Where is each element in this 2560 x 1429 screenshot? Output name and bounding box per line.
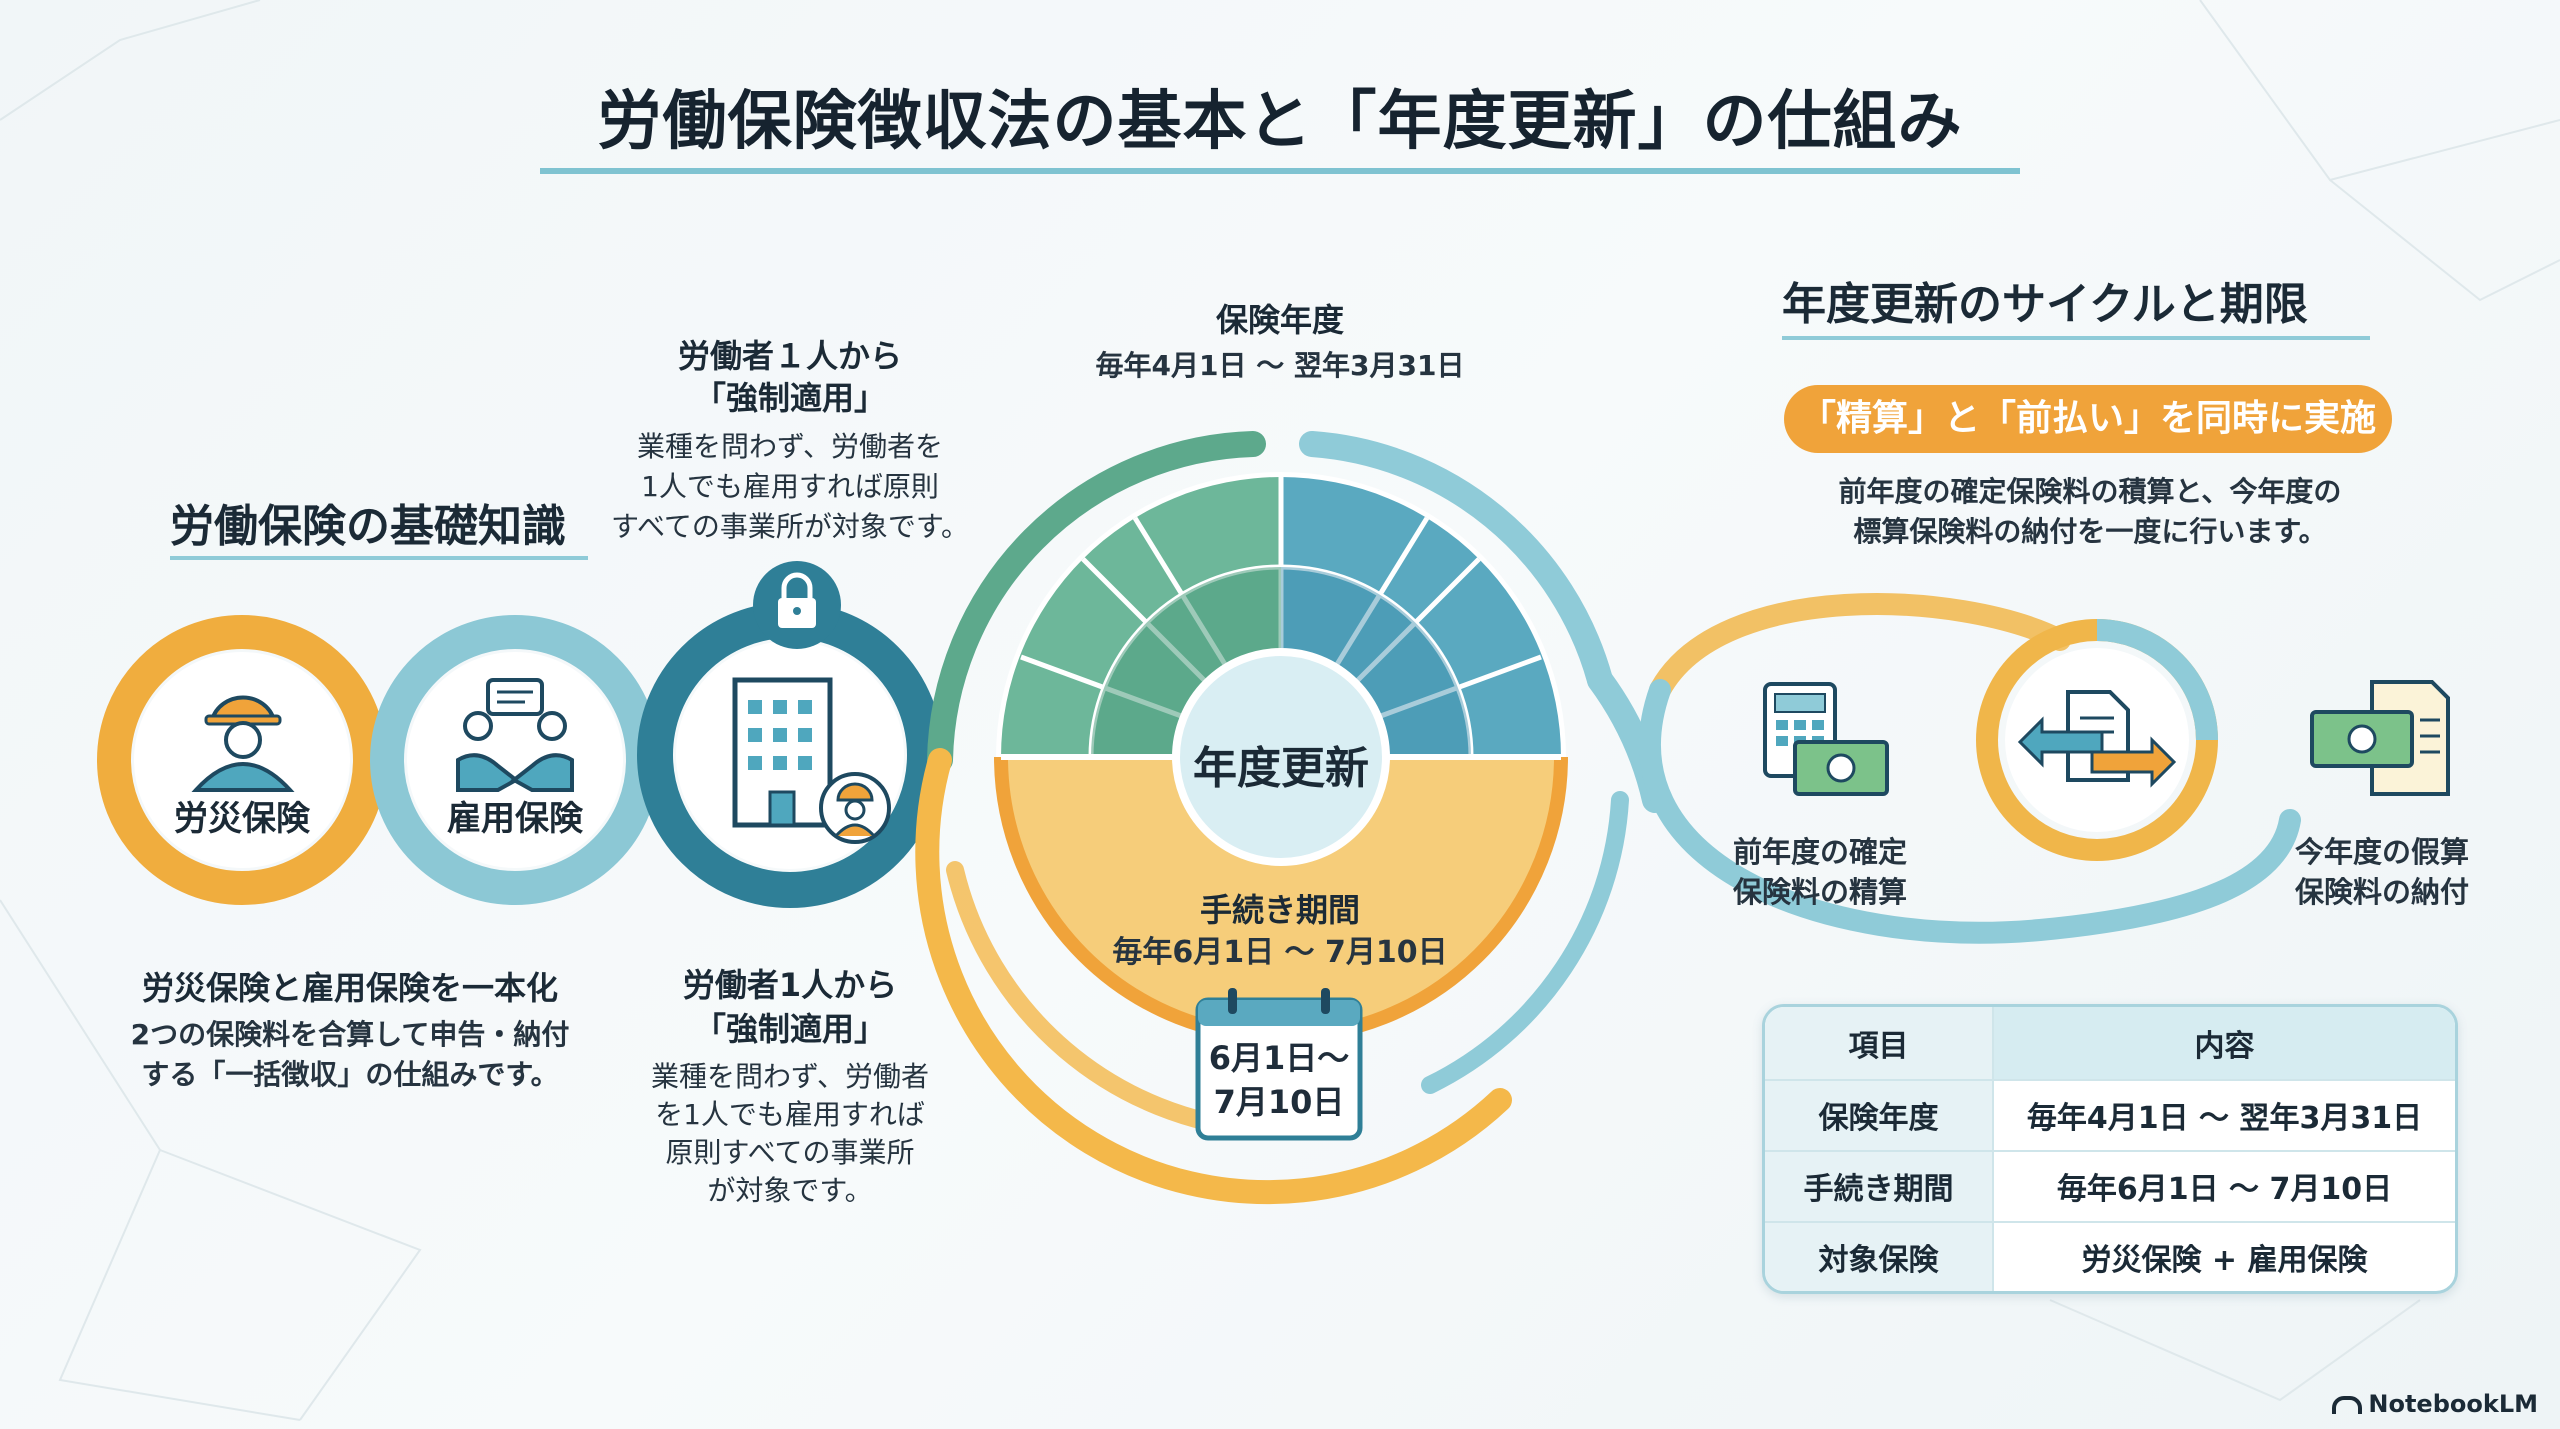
unify-title: 労災保険と雇用保険を一本化: [141, 969, 558, 1007]
lock-icon: [753, 561, 841, 649]
summary-table: 項目 内容 保険年度 毎年4月1日 〜 翌年3月31日 手続き期間 毎年6月1日…: [1762, 1004, 2458, 1294]
compulsory-bottom-body-line3: 原則すべての事業所: [665, 1136, 915, 1169]
procedure-period-label: 手続き期間: [1199, 891, 1360, 929]
cycle-heading: 年度更新のサイクルと期限: [1782, 279, 2308, 330]
table-cell-key: 手続き期間: [1765, 1149, 1994, 1222]
building-icon: [732, 677, 891, 844]
helmet-worker-icon: [191, 695, 295, 792]
prev-year-settle-line2: 保険料の精算: [1732, 875, 1907, 909]
basics-heading-underline: [170, 556, 588, 560]
cycle-desc-line2: 標算保険料の納付を一度に行います。: [1853, 515, 2327, 548]
this-year-pay-line2: 保険料の納付: [2294, 875, 2469, 909]
table-row: 対象保険 労災保険 + 雇用保険: [1765, 1220, 2455, 1291]
table-cell-value: 毎年4月1日 〜 翌年3月31日: [1993, 1079, 2455, 1151]
calendar-icon: [1195, 988, 1363, 1141]
calendar-line1: 6月1日〜: [1208, 1039, 1350, 1077]
page-title: 労働保険徴収法の基本と「年度更新」の仕組み: [597, 85, 1963, 159]
brand-label: NotebookLM: [2368, 1390, 2538, 1418]
compulsory-bottom-title-line2: 「強制適用」: [693, 1010, 886, 1048]
compulsory-top-body-line2: 1人でも雇用すれば原則: [641, 470, 939, 503]
koyou-label: 雇用保険: [447, 799, 583, 839]
procedure-period-range: 毎年6月1日 〜 7月10日: [1112, 935, 1448, 970]
title-underline: [540, 168, 2020, 174]
settle-prepay-badge: 「精算」と「前払い」を同時に実施: [1784, 385, 2392, 453]
compulsory-bottom-body-line1: 業種を問わず、労働者: [650, 1060, 930, 1093]
calendar-line2: 7月10日: [1213, 1083, 1345, 1121]
unify-body-line1: 2つの保険料を合算して申告・納付: [130, 1018, 570, 1051]
compulsory-bottom-title-line1: 労働者1人から: [682, 966, 898, 1004]
compulsory-top-body-line3: すべての事業所が対象です。: [610, 510, 970, 543]
table-row: 保険年度 毎年4月1日 〜 翌年3月31日: [1765, 1079, 2455, 1151]
money-icon: [1793, 740, 1889, 796]
cycle-desc-line1: 前年度の確定保険料の積算と、今年度の: [1838, 475, 2342, 508]
basics-heading: 労働保険の基礎知識: [170, 501, 566, 552]
handshake-icon: [456, 678, 574, 792]
table-cell-key: 保険年度: [1765, 1079, 1994, 1151]
table-cell-key: 対象保険: [1765, 1220, 1994, 1291]
table-header-item: 項目: [1765, 1007, 1994, 1080]
prev-year-settle-line1: 前年度の確定: [1732, 835, 1907, 869]
notebooklm-brand: NotebookLM: [2332, 1390, 2538, 1418]
compulsory-top-title-line1: 労働者１人から: [677, 337, 902, 375]
table-header-content: 内容: [1993, 1007, 2455, 1080]
money-document-icon: [2310, 680, 2450, 796]
compulsory-bottom-body-line4: が対象です。: [707, 1174, 873, 1207]
compulsory-top-body-line1: 業種を問わず、労働者を: [636, 430, 944, 463]
wheel-hub-label: 年度更新: [1193, 743, 1369, 794]
table-cell-value: 労災保険 + 雇用保険: [1993, 1220, 2455, 1291]
insurance-year-label: 保険年度: [1215, 301, 1344, 339]
this-year-pay-line1: 今年度の假算: [2294, 835, 2469, 869]
document-exchange-icon: [2017, 690, 2177, 788]
notebooklm-logo-icon: [2332, 1396, 2363, 1414]
compulsory-bottom-body-line2: を1人でも雇用すれば: [655, 1098, 925, 1131]
rousai-label: 労災保険: [174, 799, 310, 839]
insurance-year-range: 毎年4月1日 〜 翌年3月31日: [1095, 349, 1465, 382]
table-cell-value: 毎年6月1日 〜 7月10日: [1993, 1149, 2455, 1222]
table-row: 手続き期間 毎年6月1日 〜 7月10日: [1765, 1149, 2455, 1222]
table-header-row: 項目 内容: [1765, 1007, 2455, 1080]
unify-body-line2: する「一括徴収」の仕組みです。: [141, 1058, 559, 1091]
compulsory-top-title-line2: 「強制適用」: [693, 379, 886, 417]
cycle-heading-underline: [1782, 336, 2370, 340]
